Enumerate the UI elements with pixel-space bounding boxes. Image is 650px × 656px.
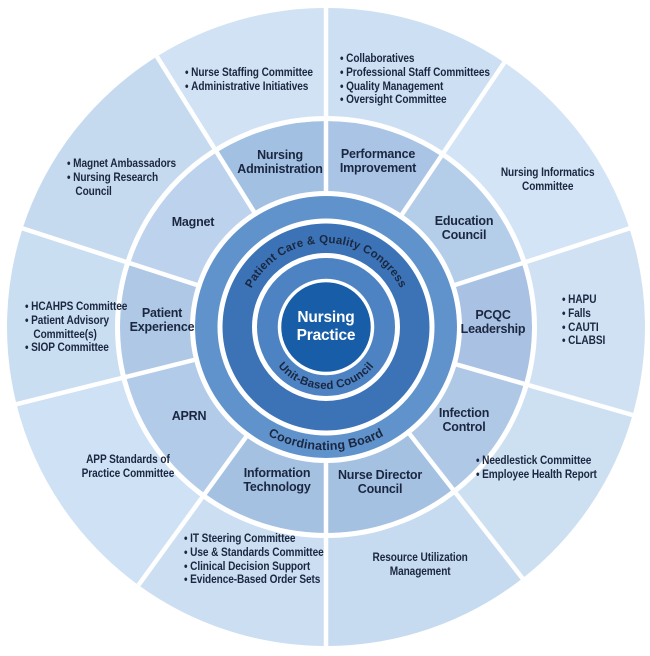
sector-divider <box>447 226 631 290</box>
sector-divider <box>403 426 525 580</box>
sector-divider <box>15 355 203 407</box>
ring-separator <box>190 191 462 463</box>
sector-divider <box>154 55 261 220</box>
sector-divider <box>136 429 253 587</box>
center-circle <box>281 282 371 372</box>
ring-separator <box>277 278 375 376</box>
ring-separator <box>217 218 435 436</box>
sector-divider <box>21 226 205 290</box>
ring-separator <box>252 253 400 401</box>
sector-dividers <box>15 8 634 646</box>
sector-divider <box>395 61 507 223</box>
ring-separator <box>115 116 537 538</box>
ring-separators <box>115 116 537 538</box>
sector-divider <box>448 360 634 418</box>
